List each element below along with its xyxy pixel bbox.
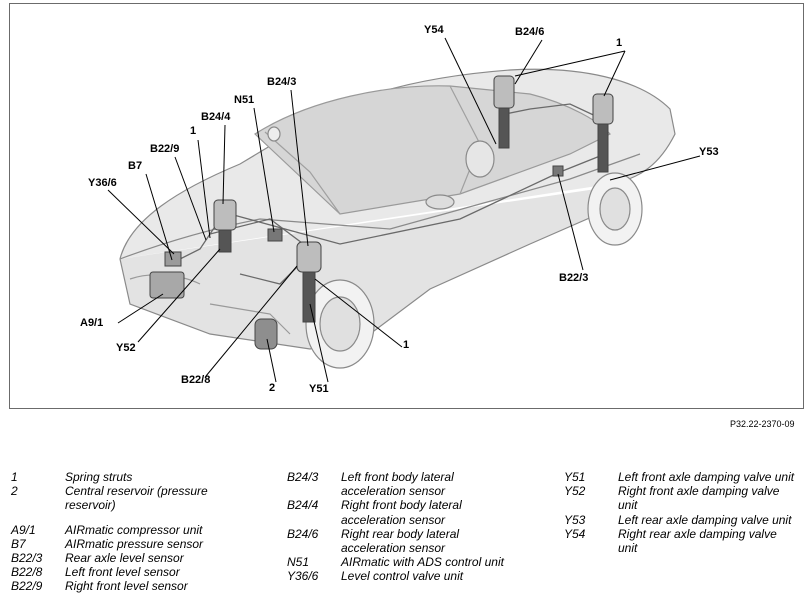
left-front-spring-strut xyxy=(296,241,322,273)
legend-desc: Left front level sensor xyxy=(65,565,180,580)
components xyxy=(149,75,614,350)
callout-b24-4: B24/4 xyxy=(201,111,231,123)
left-front-damper xyxy=(302,271,316,323)
callout-y54: Y54 xyxy=(424,24,444,36)
legend-code: B22/8 xyxy=(11,565,43,580)
left-rear-damper xyxy=(597,123,609,173)
legend-item: Y54 Right rear axle damping valve unit xyxy=(564,527,788,555)
callout-1-right: 1 xyxy=(403,339,410,351)
legend-item: N51 AIRmatic with ADS control unit xyxy=(287,555,527,569)
callout-b24-3: B24/3 xyxy=(267,76,297,88)
rear-level-sensor xyxy=(552,165,564,177)
callout-y53: Y53 xyxy=(699,146,719,158)
car-body xyxy=(119,68,676,350)
legend-code: B7 xyxy=(11,536,26,551)
callout-n51: N51 xyxy=(234,94,255,106)
legend-item: B22/3 Rear axle level sensor xyxy=(11,551,261,565)
wheels xyxy=(305,140,643,369)
callout-a9-1: A9/1 xyxy=(80,317,104,329)
legend-item: B22/8 Left front level sensor xyxy=(11,565,261,579)
legend-item: 2 Central reservoir (pressure reservoir) xyxy=(11,484,225,512)
control-unit xyxy=(267,228,283,242)
legend-desc: Left front axle damping valve unit xyxy=(618,470,795,484)
legend-code: B24/4 xyxy=(287,498,319,513)
callout-1-left: 1 xyxy=(190,125,197,137)
legend-code: Y52 xyxy=(564,484,586,499)
legend-item: Y52 Right front axle damping valve unit xyxy=(564,484,788,512)
legend-code: Y36/6 xyxy=(287,569,319,584)
legend-item: B24/6 Right rear body lateral acceleratio… xyxy=(287,527,491,555)
legend-column-3: Y51 Left front axle damping valve unit Y5… xyxy=(564,470,804,555)
legend-desc: Right rear axle damping valve unit xyxy=(618,526,777,556)
legend-desc: Right rear body lateral acceleration sen… xyxy=(341,526,460,556)
right-rear-spring-strut xyxy=(493,75,515,109)
legend-item: B24/3 Left front body lateral acceleratio… xyxy=(287,470,491,498)
legend-column-1: 1 Spring struts 2 Central reservoir (press… xyxy=(11,470,261,594)
callout-b22-9: B22/9 xyxy=(150,143,180,155)
legend-item: A9/1 AIRmatic compressor unit xyxy=(11,523,261,537)
legend-code: Y53 xyxy=(564,512,586,527)
legend-desc: Left front body lateral acceleration sen… xyxy=(341,470,454,499)
legend-item: B22/9 Right front level sensor xyxy=(11,579,261,593)
legend-code: 2 xyxy=(11,484,18,499)
legend-desc: AIRmatic with ADS control unit xyxy=(341,555,504,570)
legend-desc: Right front body lateral acceleration se… xyxy=(341,498,462,527)
callout-1-top: 1 xyxy=(616,37,623,49)
legend-desc: Level control valve unit xyxy=(341,569,464,584)
legend-desc: Right front level sensor xyxy=(65,579,188,594)
legend-item: Y36/6 Level control valve unit xyxy=(287,569,527,583)
right-rear-damper xyxy=(498,107,510,149)
callout-y51: Y51 xyxy=(309,383,329,395)
right-front-damper xyxy=(218,229,232,253)
legend-desc: Rear axle level sensor xyxy=(65,551,184,566)
callout-b24-6: B24/6 xyxy=(515,26,545,38)
legend-code: B22/3 xyxy=(11,551,43,566)
legend-code: 1 xyxy=(11,470,18,484)
legend-desc: AIRmatic pressure sensor xyxy=(65,536,204,551)
callout-y36-6: Y36/6 xyxy=(88,177,117,189)
diagram-frame: Y54 B24/6 1 B24/3 N51 B24/4 1 B22/9 B7 Y… xyxy=(9,3,804,409)
legend-item: 1 Spring struts xyxy=(11,470,261,484)
central-reservoir xyxy=(254,318,278,350)
callout-b7: B7 xyxy=(128,160,143,172)
legend-item: Y53 Left rear axle damping valve unit xyxy=(564,513,804,527)
legend-code: Y51 xyxy=(564,470,586,484)
callout-2: 2 xyxy=(269,382,276,394)
car-suspension-illustration xyxy=(107,37,701,383)
legend-gap xyxy=(11,513,261,523)
legend-desc: Spring struts xyxy=(65,470,133,484)
left-rear-spring-strut xyxy=(592,93,614,125)
legend-desc: Left rear axle damping valve unit xyxy=(618,512,792,527)
leader-lines xyxy=(107,37,701,383)
legend-desc: AIRmatic compressor unit xyxy=(65,522,203,537)
legend-code: B22/9 xyxy=(11,579,43,594)
legend-column-2: B24/3 Left front body lateral acceleratio… xyxy=(287,470,527,584)
legend-item: Y51 Left front axle damping valve unit xyxy=(564,470,804,484)
compressor-unit xyxy=(149,271,185,299)
legend-code: B24/6 xyxy=(287,526,319,541)
legend-desc: Right front axle damping valve unit xyxy=(618,484,780,513)
legend-code: B24/3 xyxy=(287,470,319,484)
figure-reference-code: P32.22-2370-09 xyxy=(730,419,795,429)
legend-item: B7 AIRmatic pressure sensor xyxy=(11,537,261,551)
callout-y52: Y52 xyxy=(116,342,136,354)
legend-item: B24/4 Right front body lateral accelerati… xyxy=(287,498,491,526)
legend-code: Y54 xyxy=(564,526,586,541)
legend-code: A9/1 xyxy=(11,522,36,537)
callout-b22-3: B22/3 xyxy=(559,272,589,284)
right-front-spring-strut xyxy=(213,199,237,231)
legend-code: N51 xyxy=(287,555,310,570)
valve-unit xyxy=(164,251,182,267)
callout-b22-8: B22/8 xyxy=(181,374,211,386)
legend-desc: Central reservoir (pressure reservoir) xyxy=(65,484,208,513)
